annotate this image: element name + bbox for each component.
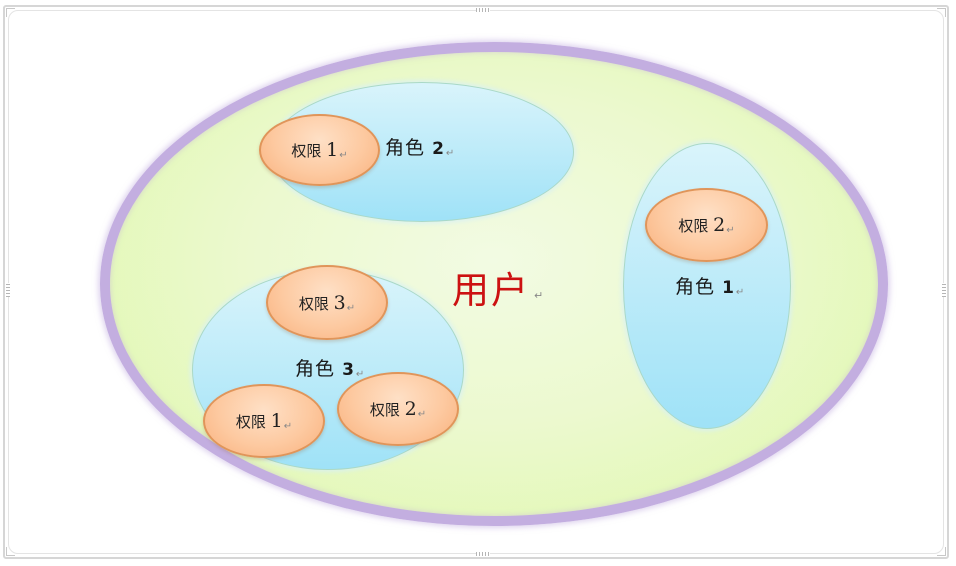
role-1-label-number: 1 xyxy=(722,278,735,298)
paragraph-mark-icon: ↵ xyxy=(726,225,735,236)
resize-handle-bottom-left[interactable] xyxy=(6,547,15,556)
role-3-label: 角色 3↵ xyxy=(295,354,365,381)
resize-handle-bottom[interactable] xyxy=(476,552,490,556)
resize-handle-bottom-right[interactable] xyxy=(937,547,946,556)
permission-label: 权限 1↵ xyxy=(291,139,347,161)
permission-label-number: 1 xyxy=(270,410,283,432)
permission-label-text: 权限 xyxy=(291,142,322,160)
role-2-label-text: 角色 xyxy=(385,137,426,159)
user-label: 用户 ↵ xyxy=(452,260,545,314)
user-label-text: 用户 xyxy=(452,269,530,312)
permission-label-number: 2 xyxy=(404,398,417,420)
resize-handle-top[interactable] xyxy=(476,8,490,12)
permission-label: 权限 1↵ xyxy=(236,410,292,432)
resize-handle-right[interactable] xyxy=(942,283,946,297)
resize-handle-left[interactable] xyxy=(6,283,10,297)
role-2-label: 角色 2↵ xyxy=(385,133,455,160)
permission-label-number: 3 xyxy=(333,291,346,314)
role-2-label-number: 2 xyxy=(432,139,445,159)
permission-label-text: 权限 xyxy=(369,401,400,419)
permission-label-text: 权限 xyxy=(678,217,709,235)
permission-label: 权限 2↵ xyxy=(678,214,734,236)
paragraph-mark-icon: ↵ xyxy=(445,148,456,159)
permission-ellipse-role3-perm2[interactable]: 权限 2↵ xyxy=(337,372,459,446)
resize-handle-top-left[interactable] xyxy=(6,8,15,17)
paragraph-mark-icon: ↵ xyxy=(346,302,356,314)
permission-label-text: 权限 xyxy=(298,294,329,313)
paragraph-mark-icon: ↵ xyxy=(283,421,293,432)
paragraph-mark-icon: ↵ xyxy=(417,409,427,420)
resize-handle-top-right[interactable] xyxy=(937,8,946,17)
permission-label-text: 权限 xyxy=(235,413,266,431)
role-1-label-text: 角色 xyxy=(675,276,716,298)
permission-ellipse-role2-perm1[interactable]: 权限 1↵ xyxy=(259,114,380,186)
paragraph-mark-icon: ↵ xyxy=(534,289,546,302)
permission-ellipse-role3-perm3[interactable]: 权限 3↵ xyxy=(266,265,388,340)
permission-label: 权限 3↵ xyxy=(299,292,355,314)
permission-label-number: 2 xyxy=(713,214,726,236)
permission-ellipse-role1-perm2[interactable]: 权限 2↵ xyxy=(645,188,768,262)
permission-ellipse-role3-perm1[interactable]: 权限 1↵ xyxy=(203,384,325,458)
paragraph-mark-icon: ↵ xyxy=(339,150,348,161)
paragraph-mark-icon: ↵ xyxy=(735,287,746,298)
role-3-label-number: 3 xyxy=(342,360,355,380)
permission-label-number: 1 xyxy=(326,139,339,161)
role-1-label: 角色 1↵ xyxy=(675,272,745,299)
role-3-label-text: 角色 xyxy=(295,358,336,380)
paragraph-mark-icon: ↵ xyxy=(355,369,366,380)
permission-label: 权限 2↵ xyxy=(370,398,426,420)
